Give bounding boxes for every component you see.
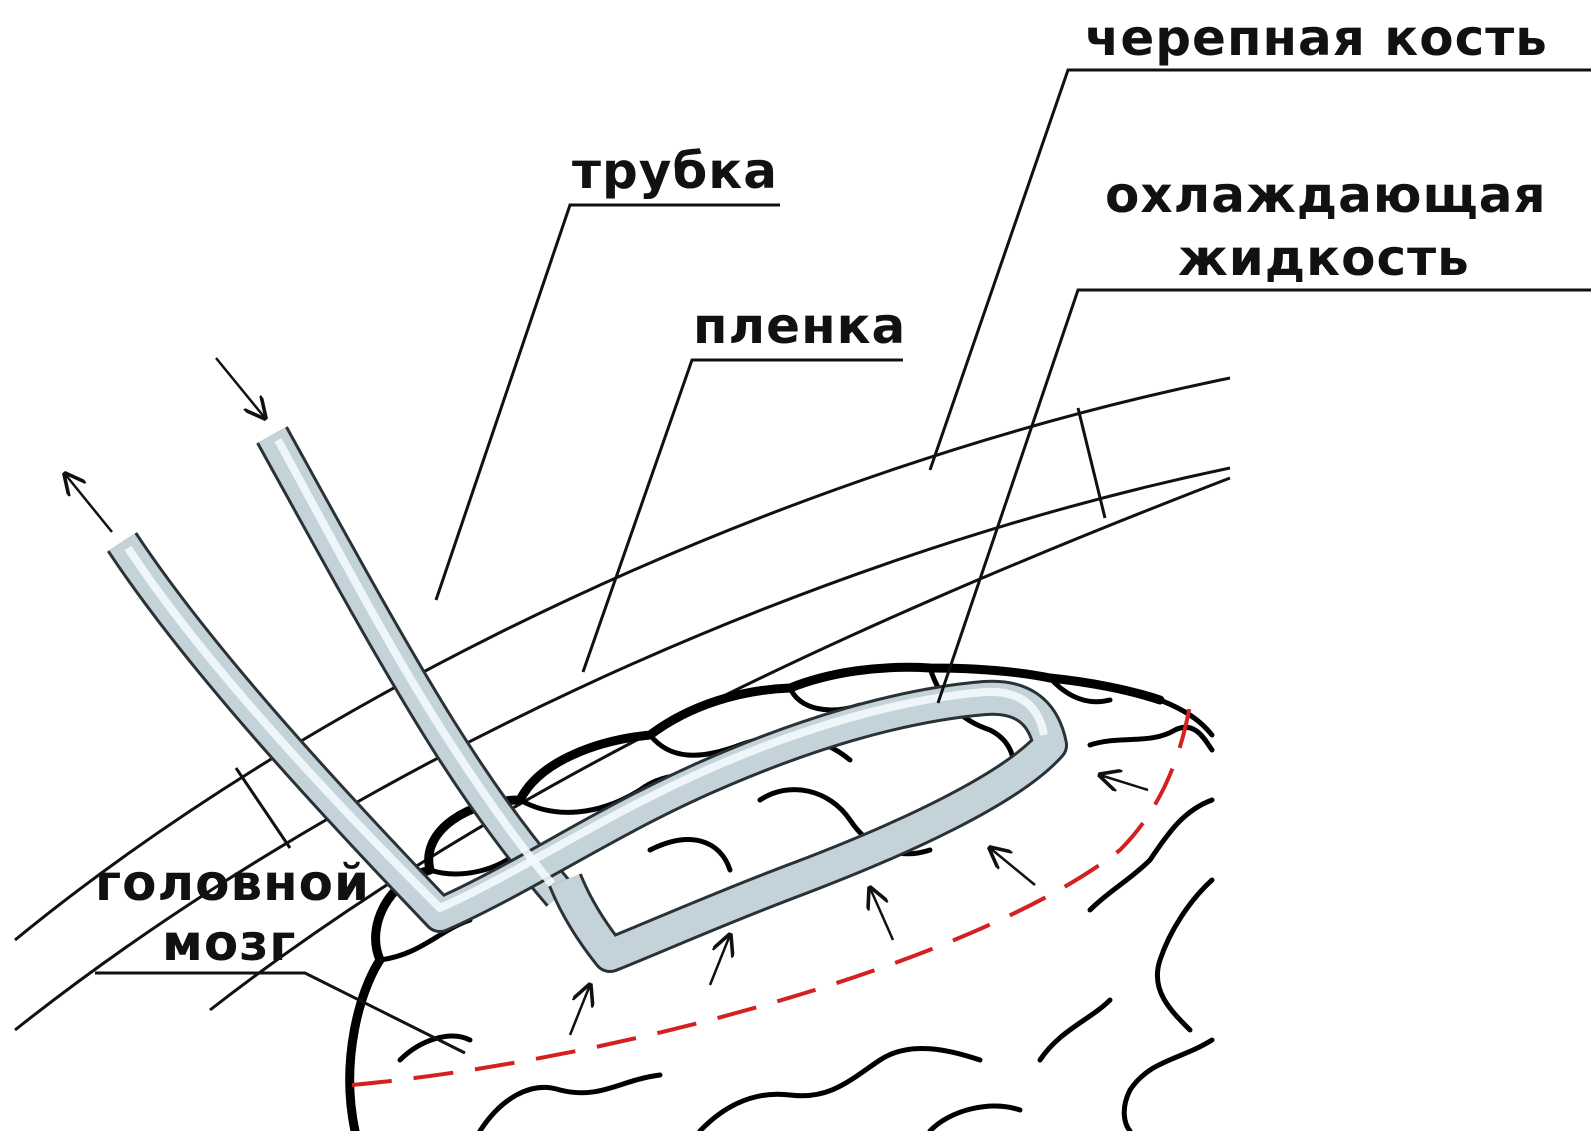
label-film: пленка [693,297,906,355]
label-coolant-line1: охлаждающая [1105,166,1547,224]
label-brain-line2: мозг [162,914,296,972]
label-tube: трубка [572,142,778,200]
label-skull-bone: черепная кость [1085,9,1548,67]
tube-flow-arrows [65,358,265,532]
label-brain-line1: головной [95,854,370,912]
label-coolant-line2: жидкость [1178,229,1470,287]
